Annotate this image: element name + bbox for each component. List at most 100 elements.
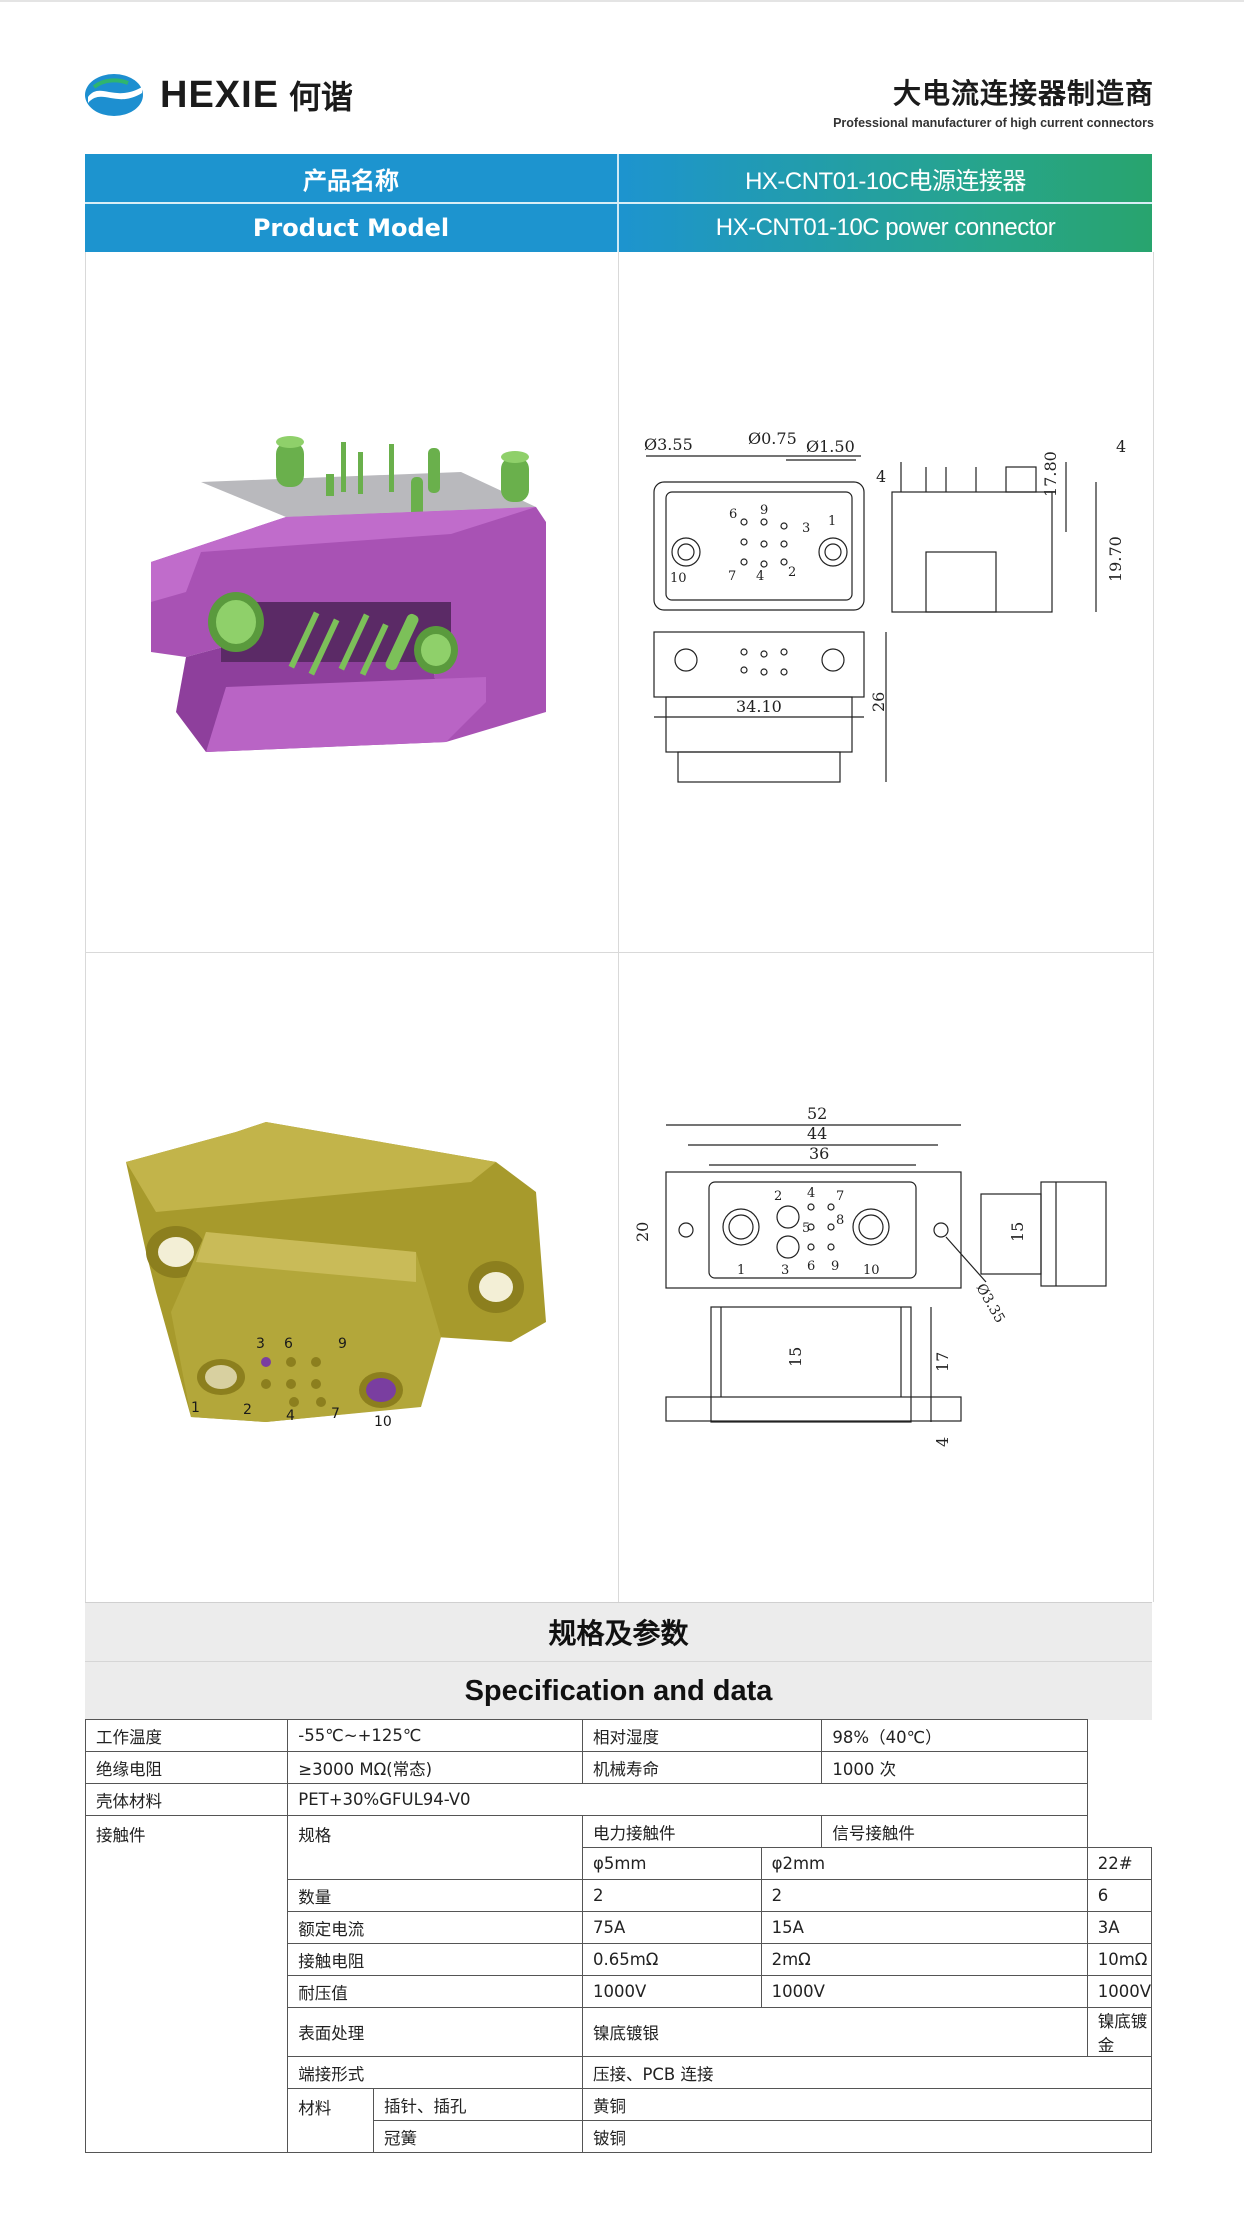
spec-label: 接触电阻 bbox=[287, 1943, 583, 1976]
spec-label: 端接形式 bbox=[287, 2056, 583, 2089]
svg-text:4: 4 bbox=[807, 1186, 815, 1201]
product-image-grid: Ø3.55 Ø0.75 Ø1.50 6 9 3 1 10 7 4 2 17.80… bbox=[85, 252, 1154, 1602]
table-row: 工作温度 -55℃~+125℃ 相对湿度 98%（40℃） bbox=[84, 1719, 1152, 1752]
spec-table: 工作温度 -55℃~+125℃ 相对湿度 98%（40℃） 绝缘电阻 ≥3000… bbox=[84, 1719, 1153, 2153]
brand-name-en: HEXIE bbox=[160, 73, 280, 116]
svg-text:3: 3 bbox=[802, 521, 810, 536]
spec-label: 冠簧 bbox=[373, 2120, 583, 2153]
brand-logo: HEXIE 何谐 bbox=[84, 72, 353, 118]
svg-text:19.70: 19.70 bbox=[1106, 536, 1125, 582]
spec-value: φ5mm bbox=[581, 1847, 762, 1880]
spec-value: 2 bbox=[581, 1879, 762, 1912]
svg-text:1: 1 bbox=[191, 1400, 200, 1416]
table-row: 绝缘电阻 ≥3000 MΩ(常态) 机械寿命 1000 次 bbox=[84, 1751, 1152, 1784]
spec-label: 规格 bbox=[287, 1815, 583, 1880]
spec-value: -55℃~+125℃ bbox=[287, 1719, 583, 1752]
spec-label: 耐压值 bbox=[287, 1975, 583, 2008]
spec-value: 15A bbox=[760, 1911, 1088, 1944]
svg-text:17.80: 17.80 bbox=[1041, 451, 1060, 497]
product-model-value: HX-CNT01-10C power connector bbox=[619, 204, 1152, 252]
spec-label: 额定电流 bbox=[287, 1911, 583, 1944]
table-row: 冠簧 铍铜 bbox=[86, 2120, 1153, 2153]
product-name-label: 产品名称 bbox=[85, 154, 619, 202]
right-angle-connector-render bbox=[151, 436, 546, 752]
table-row: φ5mm φ2mm 22# bbox=[86, 1847, 1153, 1880]
spec-value: 22# bbox=[1086, 1847, 1153, 1880]
svg-text:4: 4 bbox=[933, 1437, 952, 1447]
straight-connector-drawing: 52 44 36 2 4 7 5 8 1 3 6 9 10 20 Ø3.35 bbox=[633, 1104, 1107, 1447]
table-row: 壳体材料 PET+30%GFUL94-V0 bbox=[84, 1783, 1152, 1816]
straight-connector-render: 3 6 9 1 2 4 7 10 bbox=[126, 1122, 546, 1430]
svg-text:6: 6 bbox=[284, 1336, 293, 1352]
product-info-table: 产品名称 HX-CNT01-10C电源连接器 Product Model HX-… bbox=[85, 154, 1152, 252]
svg-text:2: 2 bbox=[788, 565, 796, 580]
product-name-row: 产品名称 HX-CNT01-10C电源连接器 bbox=[85, 154, 1152, 202]
svg-text:4: 4 bbox=[1116, 437, 1126, 456]
spec-value: 镍底镀银 bbox=[581, 2007, 1088, 2057]
dim-d355: Ø3.55 bbox=[644, 435, 693, 454]
table-row: 端接形式 压接、PCB 连接 bbox=[86, 2056, 1153, 2089]
spec-title-en: Specification and data bbox=[85, 1661, 1152, 1720]
brand-name-cn: 何谐 bbox=[289, 78, 354, 116]
svg-text:15: 15 bbox=[1008, 1222, 1027, 1242]
spec-value: 1000V bbox=[1086, 1975, 1153, 2008]
table-row: 接触件 规格 电力接触件 信号接触件 bbox=[84, 1815, 1152, 2153]
spec-value: 镍底镀金 bbox=[1086, 2007, 1153, 2057]
dim-d075: Ø0.75 bbox=[748, 429, 797, 448]
spec-value: 压接、PCB 连接 bbox=[581, 2056, 1153, 2089]
svg-text:10: 10 bbox=[670, 571, 687, 586]
product-model-label: Product Model bbox=[85, 204, 619, 252]
product-name-value: HX-CNT01-10C电源连接器 bbox=[619, 154, 1152, 202]
spec-label: 工作温度 bbox=[84, 1719, 289, 1752]
spec-value: 2 bbox=[760, 1879, 1088, 1912]
spec-label: 插针、插孔 bbox=[373, 2088, 583, 2121]
spec-value: 10mΩ bbox=[1086, 1943, 1153, 1976]
svg-text:1: 1 bbox=[737, 1263, 745, 1278]
svg-text:26: 26 bbox=[869, 692, 888, 712]
spec-label: 相对湿度 bbox=[581, 1719, 823, 1752]
svg-text:17: 17 bbox=[933, 1352, 952, 1372]
svg-text:1: 1 bbox=[828, 514, 836, 529]
spec-value: 3A bbox=[1086, 1911, 1153, 1944]
svg-text:36: 36 bbox=[809, 1144, 829, 1163]
svg-text:34.10: 34.10 bbox=[736, 697, 782, 716]
spec-value: 0.65mΩ bbox=[581, 1943, 762, 1976]
svg-text:10: 10 bbox=[863, 1263, 880, 1278]
dim-d150: Ø1.50 bbox=[806, 437, 855, 456]
spec-label: 数量 bbox=[287, 1879, 583, 1912]
svg-text:2: 2 bbox=[243, 1402, 252, 1418]
spec-value: 1000 次 bbox=[821, 1751, 1088, 1784]
spec-value: ≥3000 MΩ(常态) bbox=[287, 1751, 583, 1784]
spec-label: 接触件 bbox=[84, 1815, 289, 2153]
svg-text:5: 5 bbox=[802, 1221, 810, 1236]
svg-text:3: 3 bbox=[256, 1336, 265, 1352]
svg-text:4: 4 bbox=[756, 569, 764, 584]
spec-value: PET+30%GFUL94-V0 bbox=[287, 1783, 1088, 1816]
top-divider bbox=[0, 0, 1244, 2]
svg-text:7: 7 bbox=[728, 569, 736, 584]
spec-label: 机械寿命 bbox=[581, 1751, 823, 1784]
spec-value: φ2mm bbox=[760, 1847, 1088, 1880]
spec-label: 绝缘电阻 bbox=[84, 1751, 289, 1784]
table-row: 接触电阻 0.65mΩ 2mΩ 10mΩ bbox=[86, 1943, 1153, 1976]
spec-value: 2mΩ bbox=[760, 1943, 1088, 1976]
spec-value: 1000V bbox=[581, 1975, 762, 2008]
svg-text:9: 9 bbox=[760, 503, 768, 518]
svg-text:8: 8 bbox=[836, 1213, 844, 1228]
table-row: 额定电流 75A 15A 3A bbox=[86, 1911, 1153, 1944]
svg-text:Ø3.35: Ø3.35 bbox=[973, 1281, 1008, 1326]
spec-value: 1000V bbox=[760, 1975, 1088, 2008]
svg-text:20: 20 bbox=[633, 1222, 652, 1242]
tagline-en: Professional manufacturer of high curren… bbox=[833, 116, 1154, 130]
svg-text:4: 4 bbox=[286, 1408, 295, 1424]
svg-text:9: 9 bbox=[831, 1259, 839, 1274]
svg-text:6: 6 bbox=[729, 507, 737, 522]
spec-label: 表面处理 bbox=[287, 2007, 583, 2057]
spec-label: 材料 bbox=[287, 2088, 374, 2153]
svg-text:52: 52 bbox=[807, 1104, 827, 1123]
spec-value: 98%（40℃） bbox=[821, 1719, 1088, 1752]
spec-header: 电力接触件 bbox=[581, 1815, 823, 1848]
company-tagline: 大电流连接器制造商 Professional manufacturer of h… bbox=[833, 72, 1154, 130]
spec-value: 75A bbox=[581, 1911, 762, 1944]
svg-text:9: 9 bbox=[338, 1336, 347, 1352]
